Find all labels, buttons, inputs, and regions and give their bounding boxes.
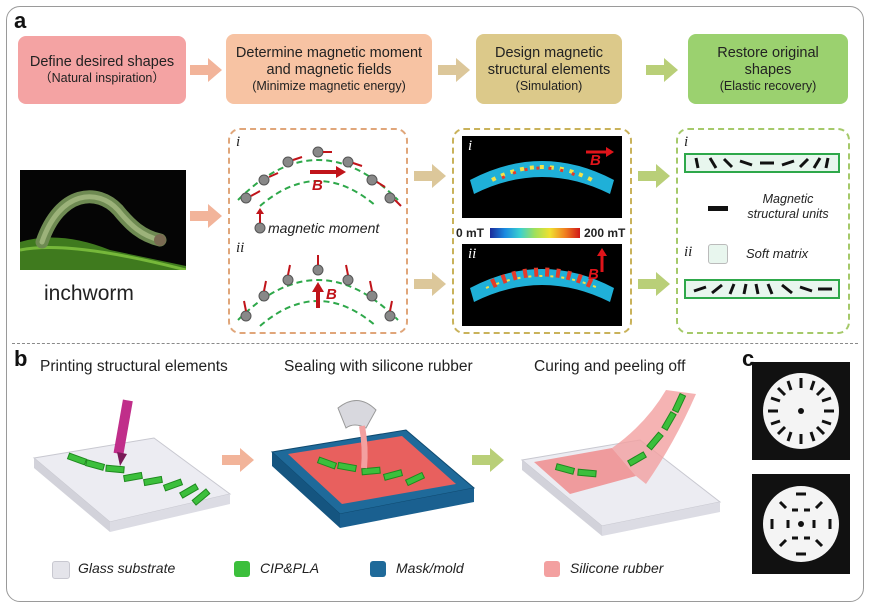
- sub-label-ii: ii: [468, 246, 477, 262]
- step-title-sealing: Sealing with silicone rubber: [284, 358, 473, 375]
- soft-matrix-label: Soft matrix: [746, 246, 809, 261]
- strip-ii: [684, 279, 840, 299]
- sub-label-i: i: [684, 134, 689, 150]
- step-title: Design magnetic structural elements: [487, 44, 611, 78]
- field-label-ii: B: [326, 286, 337, 303]
- legend-swatch-mask: [370, 561, 386, 577]
- dashed-arc: [259, 180, 377, 207]
- simulation-image-i: [462, 136, 622, 218]
- magnetic-moment-label: magnetic moment: [268, 220, 380, 236]
- flow-arrow-icon: [222, 448, 254, 472]
- legend-label-silicone: Silicone rubber: [570, 560, 664, 576]
- flow-arrow-icon: [646, 58, 678, 82]
- soft-matrix-swatch: [708, 244, 728, 264]
- moment-diagram: [237, 146, 402, 327]
- legend-swatch-cip: [234, 561, 250, 577]
- flow-arrow-icon: [638, 272, 670, 296]
- inchworm-label: inchworm: [44, 282, 134, 305]
- scale-max-label: 200 mT: [584, 226, 626, 240]
- inchworm-illustration: [20, 170, 186, 270]
- step-title: Define desired shapes: [29, 54, 175, 70]
- panel-label-b: b: [14, 346, 28, 371]
- legend-label-glass: Glass substrate: [78, 560, 176, 576]
- restore-panel: [676, 128, 850, 334]
- legend-label-mask: Mask/mold: [396, 560, 464, 576]
- panel-label-a: a: [14, 8, 27, 33]
- legend-label-cip: CIP&PLA: [260, 560, 320, 576]
- field-label-ii: B: [588, 266, 599, 283]
- step-define-shapes: Define desired shapes （Natural inspirati…: [18, 36, 186, 104]
- curing-illustration: [520, 390, 722, 536]
- simulation-image-ii: [462, 244, 622, 326]
- step-subtitle: (Elastic recovery): [719, 78, 817, 93]
- step-restore-shapes: Restore original shapes (Elastic recover…: [688, 34, 848, 104]
- field-label-i: B: [590, 152, 601, 169]
- flow-arrow-icon: [438, 58, 470, 82]
- disk-photo-2: [752, 474, 850, 574]
- colorbar: [490, 228, 580, 238]
- strip-i: [684, 153, 840, 173]
- step-subtitle: (Minimize magnetic energy): [252, 78, 406, 93]
- moment-panel: [228, 128, 408, 334]
- step-subtitle: （Natural inspiration）: [39, 71, 165, 85]
- printing-illustration: [32, 399, 232, 532]
- sub-label-i: i: [236, 134, 241, 150]
- flow-arrow-icon: [190, 58, 222, 82]
- structural-units-label: Magnetic structural units: [747, 192, 829, 221]
- legend-swatch-silicone: [544, 561, 560, 577]
- flow-arrow-icon: [414, 164, 446, 188]
- flow-arrow-icon: [190, 204, 222, 228]
- sealing-illustration: [270, 400, 476, 528]
- dashed-arc: [237, 279, 399, 321]
- dashed-arc: [237, 159, 399, 201]
- disk-photo-1: [752, 362, 850, 460]
- flow-arrow-icon: [472, 448, 504, 472]
- step-subtitle: (Simulation): [515, 78, 583, 93]
- step-design-elements: Design magnetic structural elements (Sim…: [476, 34, 622, 104]
- structural-unit-icon: [708, 206, 728, 211]
- flow-arrow-icon: [638, 164, 670, 188]
- sub-label-i: i: [468, 138, 473, 154]
- panel-label-c: c: [742, 346, 755, 371]
- simulation-panel: [452, 128, 632, 334]
- step-title: Determine magnetic moment and magnetic f…: [235, 44, 423, 78]
- step-determine-moment: Determine magnetic moment and magnetic f…: [226, 34, 432, 104]
- sub-label-ii: ii: [236, 240, 245, 256]
- inchworm-photo: [20, 170, 186, 270]
- sub-label-ii: ii: [684, 244, 693, 260]
- step-title-printing: Printing structural elements: [40, 358, 228, 375]
- legend-swatch-glass: [52, 561, 70, 579]
- step-title: Restore original shapes: [717, 44, 819, 78]
- scale-min-label: 0 mT: [456, 226, 485, 240]
- field-arrow-head: [312, 282, 324, 292]
- field-arrow-head: [336, 166, 346, 178]
- field-label-i: B: [312, 177, 323, 194]
- step-title-curing: Curing and peeling off: [534, 358, 686, 375]
- panel-divider: [12, 343, 858, 344]
- flow-arrow-icon: [414, 272, 446, 296]
